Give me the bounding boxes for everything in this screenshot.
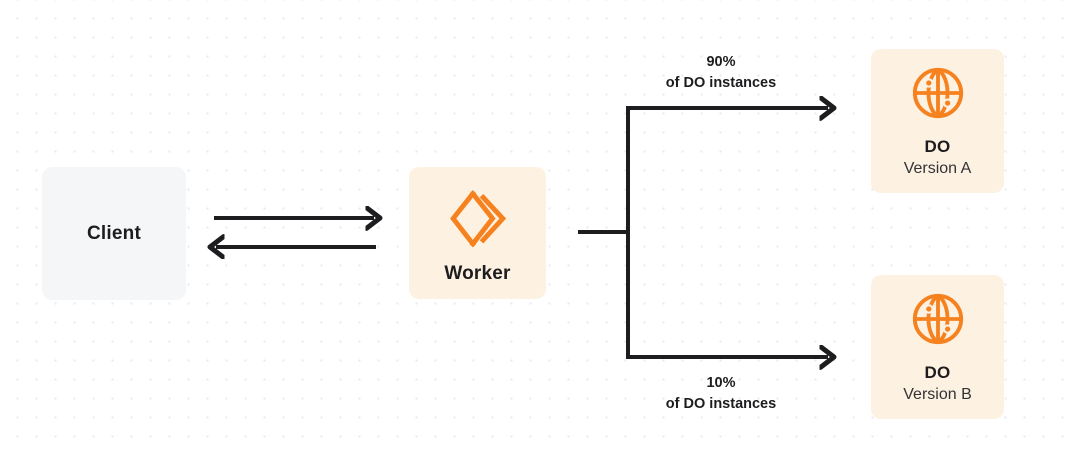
client-label: Client — [87, 222, 141, 244]
do-b-title: DO — [924, 363, 951, 382]
cloudflare-workers-icon — [448, 189, 508, 249]
worker-label: Worker — [444, 263, 511, 284]
globe-icon — [910, 291, 966, 347]
node-do-version-b[interactable]: DO Version B — [871, 275, 1004, 419]
edge-label-do-b-description: of DO instances — [665, 396, 777, 413]
node-client[interactable]: Client — [42, 167, 186, 300]
edge-label-do-b: 10% of DO instances — [627, 373, 815, 415]
do-a-subtitle: Version A — [903, 160, 972, 177]
globe-icon — [910, 65, 966, 121]
edge-label-do-a-percent: 90% — [706, 54, 736, 70]
do-a-title: DO — [924, 137, 951, 156]
do-b-subtitle: Version B — [903, 386, 972, 403]
node-worker[interactable]: Worker — [409, 167, 546, 299]
node-do-version-a[interactable]: DO Version A — [871, 49, 1004, 193]
edge-label-do-a: 90% of DO instances — [627, 52, 815, 94]
edge-label-do-a-description: of DO instances — [665, 75, 777, 92]
edge-label-do-b-percent: 10% — [706, 375, 736, 391]
